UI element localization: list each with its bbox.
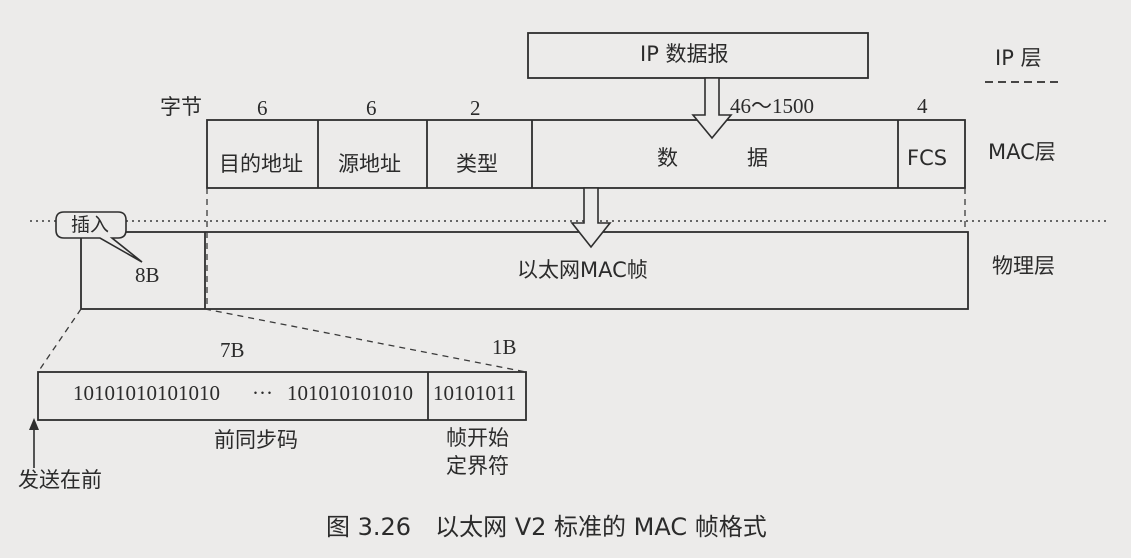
- down-arrow-ip-to-mac: [691, 77, 733, 140]
- type-bytes: 2: [470, 96, 481, 120]
- preamble-bits-left: 10101010101010: [73, 381, 220, 405]
- preamble-ellipsis: ···: [252, 381, 273, 405]
- type-field: 类型: [456, 152, 498, 176]
- preamble-7b-label: 7B: [220, 338, 245, 362]
- sync-code-label: 前同步码: [214, 428, 298, 452]
- dest-addr-bytes: 6: [257, 96, 268, 120]
- insert-label: 插入: [71, 214, 110, 236]
- data-field-char2: 据: [747, 146, 768, 170]
- src-addr-bytes: 6: [366, 96, 377, 120]
- mac-layer-label: MAC层: [988, 140, 1056, 164]
- ip-datagram-label: IP 数据报: [640, 42, 729, 66]
- preamble-8b-label: 8B: [135, 263, 160, 287]
- send-first-label: 发送在前: [18, 468, 102, 492]
- byte-label: 字节: [160, 95, 202, 119]
- src-addr-field: 源地址: [338, 152, 401, 176]
- mac-frame-box: [206, 119, 966, 189]
- physical-layer-label: 物理层: [992, 254, 1055, 278]
- data-field-char1: 数: [657, 146, 678, 170]
- sfd-1b-label: 1B: [492, 335, 517, 359]
- ethernet-mac-frame-label: 以太网MAC帧: [517, 258, 648, 282]
- send-first-arrowhead: [29, 418, 39, 430]
- fcs-bytes: 4: [917, 94, 928, 118]
- zoom-right-dash: [204, 308, 527, 373]
- down-arrow-mac-to-phy: [570, 187, 612, 249]
- preamble-bits-mid: 101010101010: [287, 381, 413, 405]
- insert-callout: [55, 211, 143, 263]
- physical-frame-box: [80, 231, 969, 310]
- figure-caption: 图 3.26 以太网 V2 标准的 MAC 帧格式: [326, 513, 767, 541]
- zoom-left-dash: [37, 308, 82, 373]
- data-bytes: 46～1500: [730, 94, 814, 118]
- sfd-bits: 10101011: [433, 381, 517, 405]
- fcs-field: FCS: [907, 146, 948, 170]
- ip-layer-label: IP 层: [995, 46, 1042, 70]
- dest-addr-field: 目的地址: [219, 152, 303, 176]
- sfd-label-line2: 定界符: [446, 454, 509, 478]
- ip-datagram-box: [527, 32, 869, 79]
- preamble-box: [37, 371, 527, 421]
- sfd-label-line1: 帧开始: [446, 426, 509, 450]
